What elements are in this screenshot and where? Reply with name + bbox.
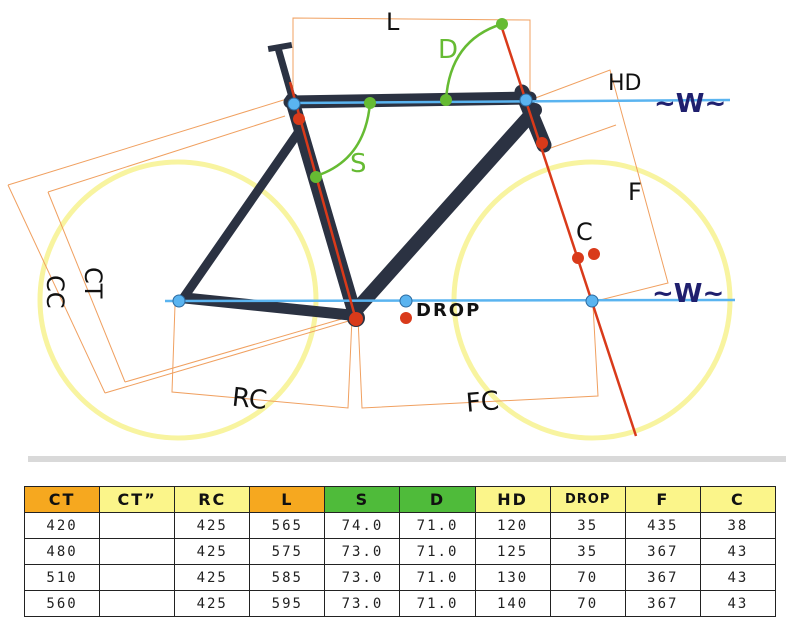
label-d: D <box>438 35 458 65</box>
table-cell: 71.0 <box>399 512 476 539</box>
header-d: D <box>399 486 476 513</box>
table-cell: 425 <box>174 512 251 539</box>
label-ct: CT <box>79 267 107 299</box>
header-l: L <box>249 486 326 513</box>
label-rc: RC <box>231 383 269 416</box>
frame-geometry-diagram: L D HD ~W~ S F C ~W~ CT CC DROP RC FC <box>7 8 736 441</box>
table-cell <box>99 538 176 565</box>
header-f: F <box>624 486 701 513</box>
label-drop: DROP <box>416 300 481 321</box>
table-cell: 35 <box>549 512 626 539</box>
table-cell: 74.0 <box>324 512 401 539</box>
table-cell: 425 <box>174 564 251 591</box>
table-cell: 420 <box>23 512 101 539</box>
table-cell: 585 <box>249 564 326 591</box>
table-cell: 73.0 <box>324 564 401 591</box>
table-cell: 480 <box>23 538 101 565</box>
geometry-table: CT CT” RC L S D HD DROP F C 420 425 565 … <box>23 486 777 617</box>
table-cell: 367 <box>624 564 701 591</box>
header-c: C <box>699 486 777 513</box>
table-cell: 565 <box>249 512 326 539</box>
table-cell: 125 <box>474 538 551 565</box>
header-hd: HD <box>474 486 551 513</box>
table-row: 480 425 575 73.0 71.0 125 35 367 43 <box>23 538 777 565</box>
marker-points <box>172 18 600 326</box>
label-hd: HD <box>608 71 641 96</box>
table-cell: 43 <box>699 590 777 617</box>
table-cell: 35 <box>549 538 626 565</box>
label-w-bottom: ~W~ <box>652 279 724 309</box>
table-cell: 575 <box>249 538 326 565</box>
table-cell <box>99 564 176 591</box>
dimension-outlines <box>7 17 669 409</box>
table-cell: 73.0 <box>324 538 401 565</box>
table-cell: 435 <box>624 512 701 539</box>
table-row: 420 425 565 74.0 71.0 120 35 435 38 <box>23 512 777 539</box>
table-cell: 120 <box>474 512 551 539</box>
table-cell: 70 <box>549 564 626 591</box>
header-drop: DROP <box>549 486 626 513</box>
table-cell <box>99 512 176 539</box>
table-cell: 71.0 <box>399 564 476 591</box>
table-cell <box>99 590 176 617</box>
table-cell: 43 <box>699 564 777 591</box>
header-ct: CT <box>23 486 101 513</box>
label-fc: FC <box>465 386 501 419</box>
label-w-top: ~W~ <box>654 89 726 119</box>
table-cell: 73.0 <box>324 590 401 617</box>
table-cell: 367 <box>624 590 701 617</box>
table-cell: 38 <box>699 512 777 539</box>
header-s: S <box>324 486 401 513</box>
table-cell: 367 <box>624 538 701 565</box>
table-cell: 425 <box>174 590 251 617</box>
header-rc: RC <box>174 486 251 513</box>
bike-frame <box>177 41 552 327</box>
table-cell: 43 <box>699 538 777 565</box>
table-row: 510 425 585 73.0 71.0 130 70 367 43 <box>23 564 777 591</box>
table-cell: 425 <box>174 538 251 565</box>
table-cell: 140 <box>474 590 551 617</box>
label-cc: CC <box>41 275 69 309</box>
header-ct-inch: CT” <box>99 486 176 513</box>
table-cell: 510 <box>23 564 101 591</box>
table-header-row: CT CT” RC L S D HD DROP F C <box>23 486 777 513</box>
table-cell: 560 <box>23 590 101 617</box>
table-row: 560 425 595 73.0 71.0 140 70 367 43 <box>23 590 777 617</box>
table-cell: 71.0 <box>399 590 476 617</box>
label-f: F <box>628 178 642 206</box>
label-c: C <box>576 218 593 246</box>
divider <box>28 456 786 462</box>
table-cell: 71.0 <box>399 538 476 565</box>
label-l: L <box>386 8 400 36</box>
table-cell: 70 <box>549 590 626 617</box>
label-s: S <box>350 149 367 179</box>
angle-arcs <box>315 22 503 178</box>
table-cell: 595 <box>249 590 326 617</box>
table-cell: 130 <box>474 564 551 591</box>
